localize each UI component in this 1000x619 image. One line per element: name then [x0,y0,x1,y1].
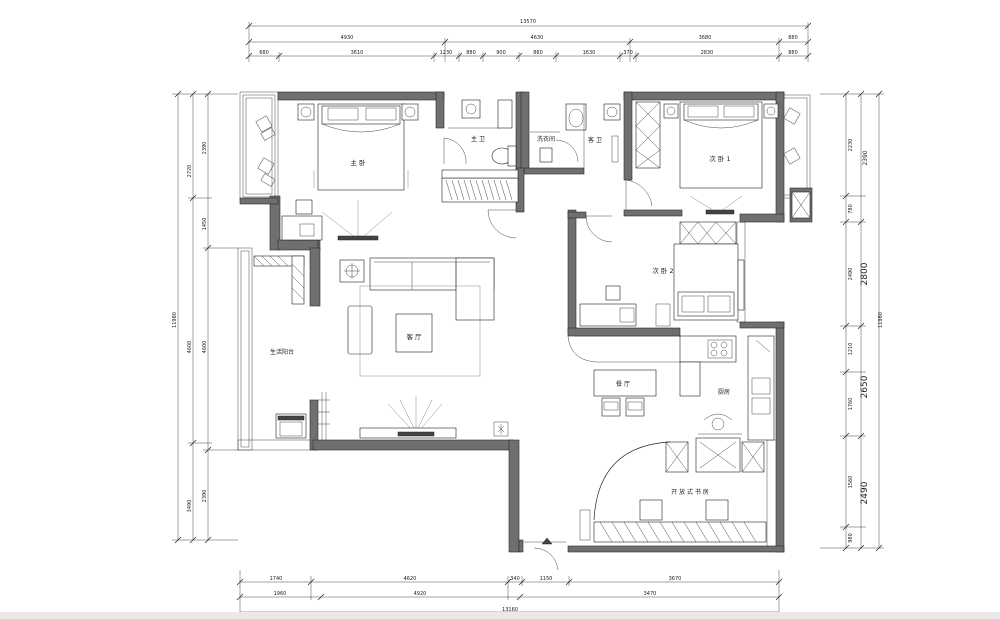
dimension-labels-left: 11980 2720 4600 3490 2390 1450 4600 2390 [172,142,208,513]
dim-bottom-r2-2: 4920 [414,591,427,597]
dim-top-r2-7: 1630 [583,50,596,56]
dim-right-overall: 11980 [878,312,884,328]
dim-right-6: 1560 [848,476,854,489]
dim-left-overall: 11980 [172,312,178,328]
dim-right-2: 780 [848,204,854,214]
label-guest-bath: 客 卫 [588,136,602,144]
balcony-area [253,255,307,439]
dim-left-c2-4: 2390 [202,490,208,503]
dim-top-2: 4630 [531,35,544,41]
dim-top-r2-4: 880 [466,50,476,56]
dim-top-r2-9: 2830 [701,50,714,56]
dim-right-c2-2: 2800 [860,262,870,285]
label-bedroom-2: 次 卧 2 [652,266,673,275]
label-master-bath: 主 卫 [471,135,485,143]
dim-bottom-r2-3: 3470 [644,591,657,597]
dim-top-r2-6: 880 [533,50,543,56]
label-balcony: 生活阳台 [270,348,294,356]
label-laundry: 洗衣间 [537,135,555,143]
dim-left-3: 3490 [187,500,193,513]
dim-top-r2-8: 370 [623,50,633,56]
dim-top-3: 3680 [699,35,712,41]
dim-left-c2-1: 2390 [202,142,208,155]
dim-top-r2-1: 680 [259,50,269,56]
dim-right-c2-1: 2390 [862,150,869,165]
dim-left-1: 2720 [187,165,193,178]
dim-bottom-r2-1: 1960 [274,591,287,597]
dim-bottom-5: 3670 [669,576,682,582]
dim-right-c2-3: 2650 [860,375,870,398]
dim-top-r2-10: 880 [788,50,798,56]
master-bath [441,99,519,239]
dim-top-4: 880 [788,35,798,41]
walls [239,91,813,553]
dim-right-3: 2490 [848,268,854,281]
dining-room [593,369,657,417]
dimension-labels-bottom: 1740 4620 340 1150 3670 1960 4920 3470 1… [270,576,682,613]
dim-top-1: 4930 [341,35,354,41]
master-bedroom [255,103,419,241]
bottom-scroll-bar [0,612,1000,619]
dim-bottom-4: 1150 [540,576,553,582]
dim-right-7: 980 [848,533,854,543]
bedroom-2 [567,215,745,363]
dim-bottom-2: 4620 [404,576,417,582]
dim-left-2: 4600 [187,341,193,354]
laundry-guest-bath [530,103,653,210]
dimension-labels-right: 2230 780 2490 1210 1760 1560 980 2390 28… [848,139,884,543]
dim-bottom-1: 1740 [270,576,283,582]
study [524,441,767,571]
room-labels: 主 卧 主 卫 洗衣间 客 卫 次 卧 1 次 卧 2 客 厅 生活阳台 餐 厅… [270,135,731,496]
kitchen [665,335,775,473]
bedroom-1 [635,101,811,219]
dim-left-c2-2: 1450 [202,218,208,231]
dim-left-c2-3: 4600 [202,341,208,354]
living-room [318,257,509,440]
dim-bottom-overall: 13160 [502,607,518,613]
label-study: 开 放 式 书 房 [671,488,709,496]
dimension-labels-top: 13570 4930 4630 3680 880 680 3610 1230 8… [259,19,798,56]
dim-top-overall: 13570 [520,19,536,25]
label-bedroom-1: 次 卧 1 [709,154,730,163]
dim-right-4: 1210 [848,343,854,356]
label-kitchen: 厨房 [718,388,730,396]
dim-top-r2-3: 1230 [440,50,453,56]
label-living: 客 厅 [406,332,422,341]
dim-top-r2-5: 900 [496,50,506,56]
dim-right-5: 1760 [848,398,854,411]
dim-right-1: 2230 [848,139,854,152]
dim-bottom-3: 340 [510,576,520,582]
dim-top-r2-2: 3610 [351,50,364,56]
label-master-bedroom: 主 卧 [350,158,366,167]
dim-right-c2-4: 2490 [860,481,870,504]
label-dining: 餐 厅 [616,380,630,388]
